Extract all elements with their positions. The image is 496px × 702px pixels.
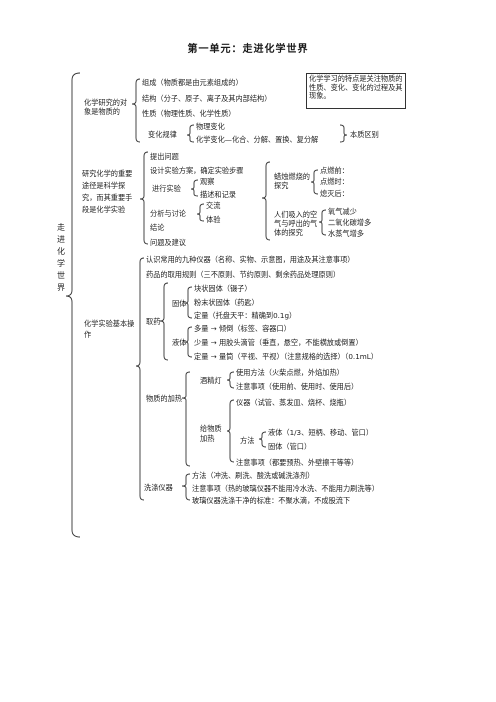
s1-item-structure: 结构（分子、原子、离子及其内部结构） — [142, 94, 272, 103]
s2-breath-vapor: 水蒸气增多 — [328, 229, 364, 238]
s3-take-label: 取药 — [146, 317, 161, 326]
s3-liquid-quant: 定量 → 量筒（平视、平视）（注意规格的选择）（0.1mL） — [194, 352, 378, 361]
s2-step-discuss: 分析与讨论 — [150, 209, 186, 218]
take-bracket — [159, 282, 169, 361]
essential-bracket — [339, 124, 348, 143]
solid-bracket — [184, 286, 193, 319]
root-label: 走进化学世界 — [57, 223, 65, 292]
liquid-bracket — [184, 326, 193, 358]
s3-solid-lump: 块状固体（镊子） — [194, 284, 252, 293]
s2-step-suggestion: 问题及建议 — [150, 238, 186, 247]
method-bracket — [258, 431, 267, 448]
s2-step-question: 提出问题 — [150, 152, 179, 161]
s3-solid-powder: 粉末状固体（药匙） — [194, 298, 259, 307]
s3-instr-label: 给物质加热 — [200, 424, 222, 443]
s3-liquid-small: 少量 → 用胶头滴管（垂直，悬空，不能横放或倒置） — [194, 338, 363, 347]
heat-bracket — [181, 371, 191, 467]
s3-heat-note: 注意事项（都要预热、外壁擦干等等） — [236, 458, 359, 467]
s3-heat-label: 物质的加热 — [146, 394, 182, 403]
s3-method-label: 方法 — [240, 436, 255, 445]
s2-exp-record: 描述和记录 — [200, 190, 236, 199]
instr-bracket — [226, 399, 235, 463]
s1-essential-diff: 本质区别 — [350, 130, 379, 139]
wash-bracket — [181, 473, 191, 501]
s2-step-design: 设计实验方案，确定实验步骤 — [150, 166, 244, 175]
s1-label: 化学研究的对象是物质的 — [84, 98, 128, 116]
s1-change-label: 变化规律 — [148, 130, 177, 139]
s1-item-property: 性质（物理性质、化学性质） — [142, 109, 236, 118]
s1-note-text: 化学学习的特点是关注物质的性质、变化、变化的过程及其现象。 — [309, 74, 403, 100]
s3-wash-notes: 注意事项（热的玻璃仪器不能用冷水洗、不能用力刷洗等） — [192, 484, 379, 493]
inquiry-bracket — [261, 161, 271, 241]
s2-bracket — [139, 151, 149, 245]
s2-step-experiment: 进行实验 — [152, 184, 181, 193]
s1-item-composition: 组成（物质都是由元素组成的） — [142, 78, 243, 87]
s2-breath-co2: 二氧化碳增多 — [328, 218, 372, 227]
s3-method-solid: 固体（管口） — [268, 442, 312, 451]
s2-breath-label: 人们吸入的空气与呼出的气体的探究 — [274, 210, 318, 237]
experiment-bracket — [190, 179, 199, 197]
lamp-bracket — [226, 371, 235, 389]
s3-lamp-usage: 使用方法（火柴点燃，外焰加热） — [236, 368, 344, 377]
s3-liquid-label: 液体 — [172, 338, 187, 347]
s1-note-box: 化学学习的特点是关注物质的性质、变化、变化的过程及其现象。 — [306, 73, 406, 109]
s3-wash-method: 方法（冲洗、刷洗、酸洗或碱洗涤剂） — [192, 471, 315, 480]
s2-discuss-exchange: 交流 — [206, 201, 221, 210]
s1-change-physical: 物理变化 — [196, 122, 225, 131]
s3-method-liquid: 液体（1/3、短柄、移动、管口） — [268, 428, 374, 437]
s3-instruments: 认识常用的九种仪器（名称、实物、示意图，用途及其注意事项） — [146, 255, 355, 264]
s3-bracket — [135, 257, 145, 501]
root-bracket — [65, 72, 81, 538]
breath-bracket — [318, 209, 327, 236]
discuss-bracket — [196, 203, 205, 222]
s1-change-chemical: 化学变化—化合、分解、置换、复分解 — [196, 135, 319, 144]
page-title: 第一单元：走进化学世界 — [187, 44, 309, 55]
s3-wash-label: 洗涤仪器 — [144, 483, 173, 492]
s2-candle-during: 点燃时： — [320, 177, 349, 186]
s2-label: 研究化学的重要途径是科学探究，而其重要手段是化学实验 — [82, 169, 133, 214]
s3-solid-quant: 定量（托盘天平：精确到0.1g） — [194, 311, 297, 320]
s2-candle-after: 熄灭后： — [320, 189, 349, 198]
s3-label: 化学实验基本操作 — [84, 319, 135, 339]
s3-drug-rules: 药品的取用规则（三不原则、节约原则、剩余药品处理原则） — [146, 270, 341, 279]
s3-liquid-large: 多量 → 倾倒（标签、容器口） — [194, 324, 291, 333]
s2-discuss-experience: 体验 — [206, 215, 221, 224]
s3-lamp-notes: 注意事项（使用前、使用时、使用后） — [236, 382, 359, 391]
s3-lamp-label: 酒精灯 — [200, 376, 222, 385]
s2-candle-label: 蜡烛燃烧的探究 — [274, 172, 310, 190]
s3-solid-label: 固体 — [172, 299, 187, 308]
s3-instr-devices: 仪器（试管、蒸发皿、烧杯、烧瓶） — [236, 398, 352, 407]
s2-candle-before: 点燃前： — [320, 166, 349, 175]
s2-breath-oxygen: 氧气减少 — [328, 207, 357, 216]
s1-bracket — [131, 78, 141, 143]
change-bracket — [186, 124, 195, 143]
s2-exp-observe: 观察 — [200, 177, 215, 186]
candle-bracket — [310, 169, 319, 195]
s2-step-conclusion: 结论 — [150, 223, 165, 232]
s3-wash-standard: 玻璃仪器洗涤干净的标准：不聚水滴，不成股流下 — [192, 496, 351, 505]
